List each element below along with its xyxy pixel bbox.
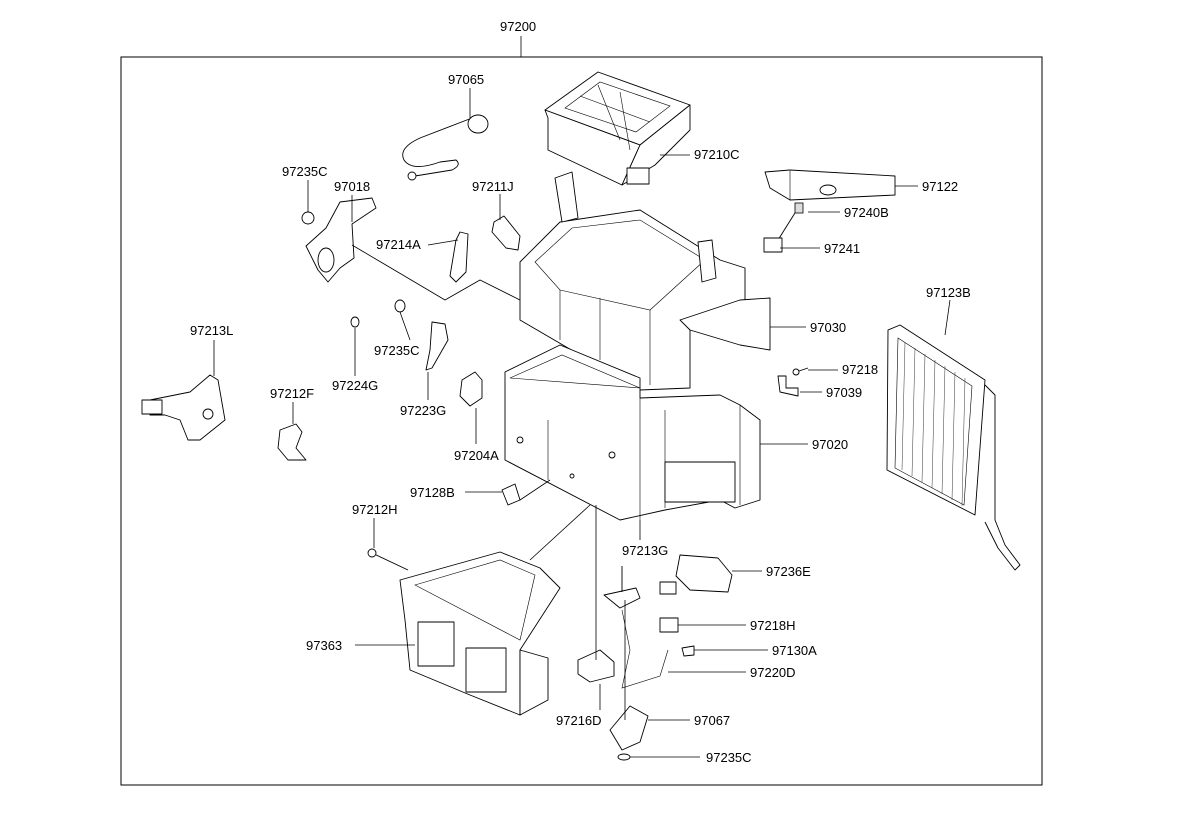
part-97128b-clip [501,483,521,506]
label-97223g: 97223G [400,403,446,418]
label-97240b: 97240B [844,205,889,220]
part-97235c-bushing-c [617,753,631,761]
part-97224g-clip [350,316,360,328]
part-97240b-97241-sensor [763,202,804,253]
label-97211j: 97211J [472,179,514,194]
part-97130a-clip [681,645,695,657]
label-97235c-a: 97235C [282,164,328,179]
label-97030: 97030 [810,320,846,335]
part-97213l-bracket [141,374,226,441]
leader-lines [213,88,951,758]
label-97236e: 97236E [766,564,811,579]
label-97214a: 97214A [376,237,421,252]
label-97241: 97241 [824,241,860,256]
label-97213l: 97213L [190,323,233,338]
part-97218h-part [659,617,679,633]
label-97067: 97067 [694,713,730,728]
assembly-frame [120,56,1043,786]
part-97030-upper-case [519,171,771,391]
label-97235c-c: 97235C [706,750,752,765]
label-97213g: 97213G [622,543,668,558]
label-97363: 97363 [306,638,342,653]
part-97218-screw [792,367,809,376]
part-97204a-actuator [459,371,483,407]
part-97211j-actuator [491,215,521,251]
label-97020: 97020 [812,437,848,452]
label-97128b: 97128B [410,485,455,500]
label-97216d: 97216D [556,713,602,728]
label-97204a: 97204A [454,448,499,463]
label-97065: 97065 [448,72,484,87]
part-97223g-link [425,321,449,371]
part-97210c-duct [544,71,691,186]
label-97218: 97218 [842,362,878,377]
label-97122: 97122 [922,179,958,194]
part-97236e-actuator [659,554,733,595]
label-97212f: 97212F [270,386,314,401]
part-97123b-core [886,324,1021,571]
part-97122-duct [764,169,896,201]
part-97212f-lever [277,423,307,461]
part-97214a-actuator [449,231,469,283]
part-97065-hose [402,114,489,181]
label-97224g: 97224G [332,378,378,393]
part-97235c-bushing-b [394,299,406,313]
part-97018-lever [301,197,377,283]
label-97130a: 97130A [772,643,817,658]
label-97123b: 97123B [926,285,971,300]
label-97210c: 97210C [694,147,740,162]
label-97018: 97018 [334,179,370,194]
part-97213g-link [603,566,641,609]
label-97212h: 97212H [352,502,398,517]
assembly-label: 97200 [500,19,536,34]
label-97039: 97039 [826,385,862,400]
label-97218h: 97218H [750,618,796,633]
part-97363-lower-duct [367,548,561,716]
part-97039-clip [777,375,799,397]
part-97216d-cam [577,649,615,683]
label-97235c-b: 97235C [374,343,420,358]
label-97220d: 97220D [750,665,796,680]
part-97067-lever [609,705,649,751]
part-97020-lower-case [504,344,761,521]
part-97220d-cable [621,609,669,689]
